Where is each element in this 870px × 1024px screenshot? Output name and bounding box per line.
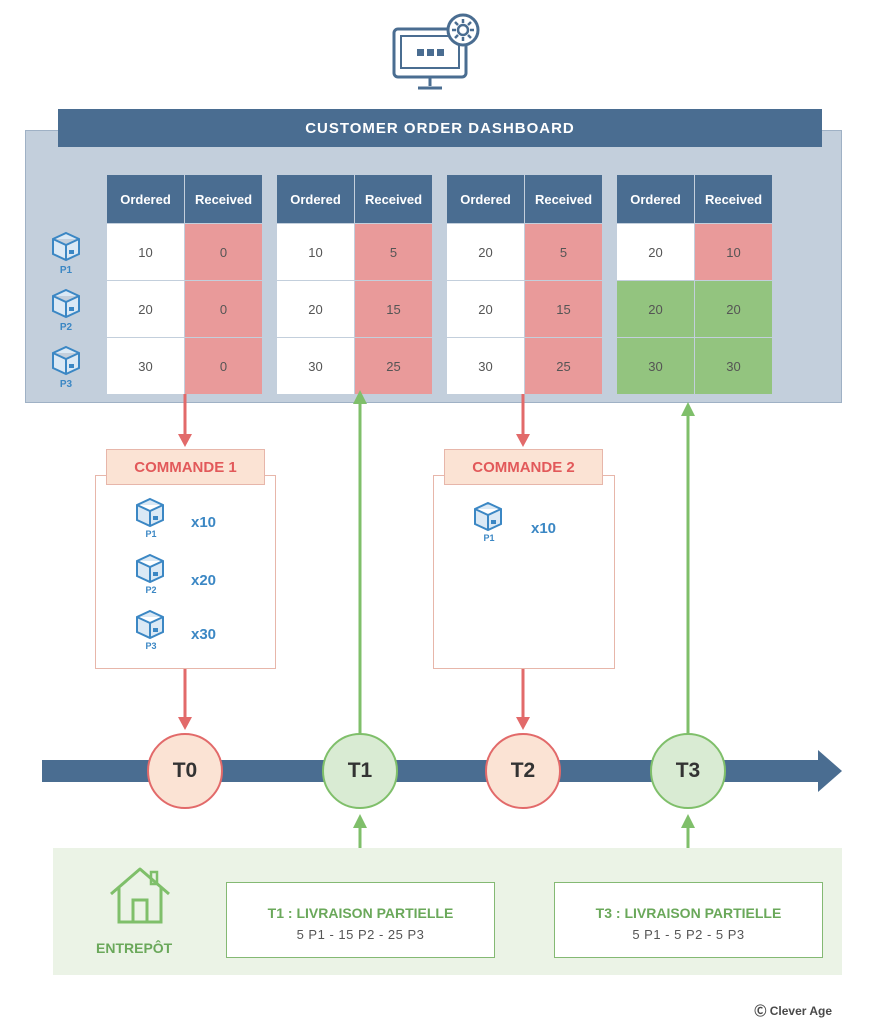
timeline-node-t0: T0	[147, 733, 223, 809]
quantity: x10	[191, 514, 217, 531]
box-icon	[136, 609, 164, 640]
product-legend-p3: P3	[46, 344, 86, 390]
list-item: P1 x10	[471, 500, 581, 543]
product-legend-p2: P2	[46, 287, 86, 333]
ordered-cell: 30	[616, 337, 695, 395]
commande-2-box	[433, 475, 615, 669]
box-icon	[52, 231, 80, 262]
ordered-cell: 20	[446, 223, 525, 281]
monitor-gear-icon	[392, 13, 480, 90]
received-cell: 0	[184, 223, 263, 281]
timeline-arrowhead	[818, 750, 842, 792]
box-icon	[136, 497, 164, 528]
dashboard-title: CUSTOMER ORDER DASHBOARD	[58, 109, 822, 147]
product-label: P3	[145, 641, 157, 651]
list-item: P1 x10	[133, 496, 243, 539]
product-legend-label: P1	[59, 265, 73, 276]
ordered-cell: 10	[276, 223, 355, 281]
received-cell: 25	[354, 337, 433, 395]
product-legend-label: P3	[59, 379, 73, 390]
commande-2-title: COMMANDE 2	[444, 449, 603, 485]
ordered-cell: 20	[616, 223, 695, 281]
ordered-cell: 20	[446, 280, 525, 338]
received-cell: 10	[694, 223, 773, 281]
delivery-t3-title: T3 : LIVRAISON PARTIELLE	[595, 905, 782, 921]
timeline-node-t3: T3	[650, 733, 726, 809]
product-label: P2	[145, 585, 157, 595]
quantity: x30	[191, 626, 217, 643]
delivery-t1-box: T1 : LIVRAISON PARTIELLE 5 P1 - 15 P2 - …	[226, 882, 495, 958]
delivery-t3-detail: 5 P1 - 5 P2 - 5 P3	[632, 927, 745, 942]
product-legend-label: P2	[59, 322, 73, 333]
received-cell: 15	[354, 280, 433, 338]
received-cell: 15	[524, 280, 603, 338]
commande-1-box	[95, 475, 276, 669]
timeline-node-t2: T2	[485, 733, 561, 809]
ordered-cell: 10	[106, 223, 185, 281]
delivery-t1-detail: 5 P1 - 15 P2 - 25 P3	[296, 927, 425, 942]
ordered-cell: 20	[276, 280, 355, 338]
box-icon	[52, 345, 80, 376]
commande-1-title: COMMANDE 1	[106, 449, 265, 485]
list-item: P2 x20	[133, 552, 243, 595]
ordered-cell: 30	[446, 337, 525, 395]
received-cell: 5	[524, 223, 603, 281]
header-ordered: Ordered	[446, 174, 525, 224]
timeline-node-t1: T1	[322, 733, 398, 809]
quantity: x10	[531, 520, 557, 537]
box-icon	[136, 553, 164, 584]
received-cell: 25	[524, 337, 603, 395]
header-received: Received	[184, 174, 263, 224]
received-cell: 0	[184, 280, 263, 338]
delivery-t3-box: T3 : LIVRAISON PARTIELLE 5 P1 - 5 P2 - 5…	[554, 882, 823, 958]
red-arrow	[178, 394, 530, 730]
quantity: x20	[191, 572, 217, 589]
ordered-cell: 30	[276, 337, 355, 395]
timeline-bar	[42, 760, 820, 782]
product-legend-p1: P1	[46, 230, 86, 276]
received-cell: 0	[184, 337, 263, 395]
product-label: P1	[145, 529, 157, 539]
ordered-cell: 30	[106, 337, 185, 395]
warehouse-label: ENTREPÔT	[96, 940, 173, 956]
box-icon	[52, 288, 80, 319]
product-label: P1	[483, 533, 495, 543]
received-cell: 5	[354, 223, 433, 281]
header-received: Received	[354, 174, 433, 224]
received-cell: 30	[694, 337, 773, 395]
credit-text: Ⓒ Clever Age	[754, 1004, 832, 1018]
ordered-cell: 20	[106, 280, 185, 338]
header-received: Received	[524, 174, 603, 224]
house-icon	[110, 867, 170, 924]
header-received: Received	[694, 174, 773, 224]
box-icon	[474, 501, 502, 532]
ordered-cell: 20	[616, 280, 695, 338]
received-cell: 20	[694, 280, 773, 338]
delivery-t1-title: T1 : LIVRAISON PARTIELLE	[267, 905, 454, 921]
list-item: P3 x30	[133, 608, 243, 651]
header-ordered: Ordered	[276, 174, 355, 224]
